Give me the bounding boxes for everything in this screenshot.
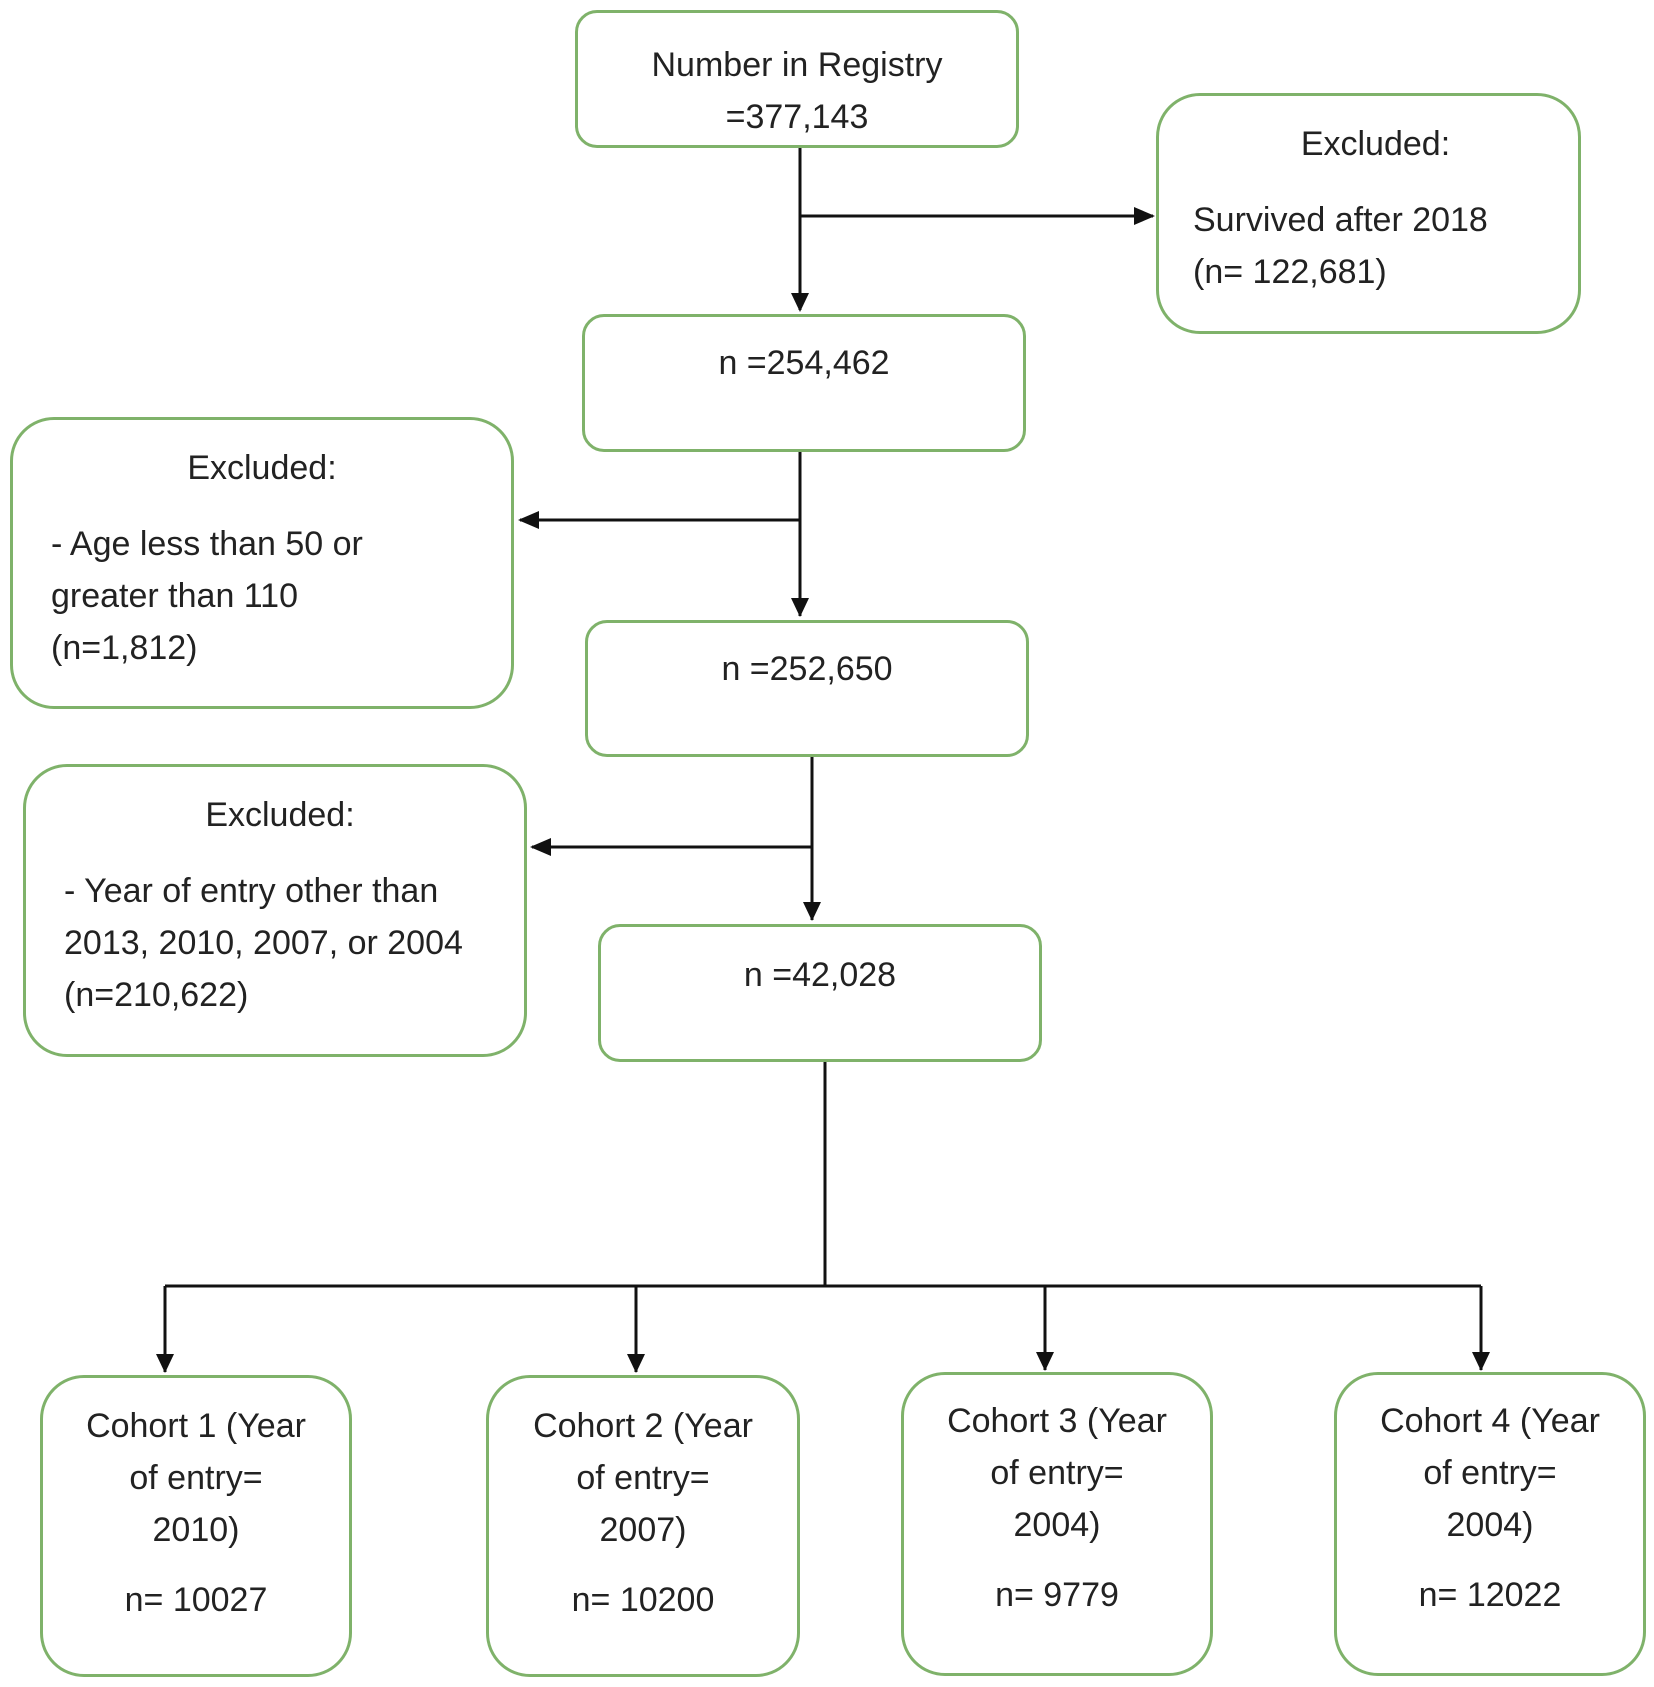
cohort-year: 2004) (1013, 1506, 1101, 1544)
exclusion-reason: - Age less than 50 or (51, 525, 363, 563)
arrowhead-cohort-4 (1472, 1352, 1490, 1371)
cohort-label-cont: of entry= (990, 1454, 1124, 1492)
cohort-label-cont: of entry= (129, 1459, 263, 1497)
exclusion-box-year: Excluded: - Year of entry other than 201… (23, 764, 527, 1057)
cohort-box-2: Cohort 2 (Year of entry= 2007) n= 10200 (486, 1375, 800, 1677)
step-box-252650: n =252,650 (585, 620, 1029, 757)
arrowhead-step3 (803, 902, 821, 921)
exclusion-reason: - Year of entry other than (64, 872, 439, 910)
cohort-count: n= 10027 (124, 1581, 268, 1619)
cohort-box-3: Cohort 3 (Year of entry= 2004) n= 9779 (901, 1372, 1213, 1676)
arrowhead-exclusion2 (518, 511, 539, 529)
step-count: n =42,028 (743, 956, 897, 994)
cohort-label-cont: of entry= (1423, 1454, 1557, 1492)
arrowhead-cohort-1 (156, 1354, 174, 1373)
step-count: n =254,462 (718, 344, 890, 382)
exclusion-reason-cont: 2013, 2010, 2007, or 2004 (64, 924, 463, 962)
cohort-count: n= 10200 (571, 1581, 715, 1619)
cohort-count: n= 9779 (995, 1576, 1119, 1614)
step-count: n =252,650 (721, 650, 893, 688)
registry-label: Number in Registry (651, 46, 943, 84)
registry-box: Number in Registry =377,143 (575, 10, 1019, 148)
exclusion-heading: Excluded: (205, 796, 355, 834)
arrowhead-step2 (791, 598, 809, 617)
arrowhead-cohort-3 (1036, 1352, 1054, 1371)
exclusion-count: (n= 122,681) (1193, 253, 1387, 291)
cohort-label: Cohort 2 (Year (533, 1407, 753, 1445)
cohort-box-4: Cohort 4 (Year of entry= 2004) n= 12022 (1334, 1372, 1646, 1676)
arrowhead-exclusion1 (1134, 207, 1155, 225)
arrowhead-exclusion3 (530, 838, 551, 856)
exclusion-box-age: Excluded: - Age less than 50 or greater … (10, 417, 514, 709)
exclusion-box-survived: Excluded: Survived after 2018 (n= 122,68… (1156, 93, 1581, 334)
cohort-year: 2010) (152, 1511, 240, 1549)
registry-count: =377,143 (725, 98, 869, 136)
cohort-box-1: Cohort 1 (Year of entry= 2010) n= 10027 (40, 1375, 352, 1677)
step-box-42028: n =42,028 (598, 924, 1042, 1062)
exclusion-heading: Excluded: (187, 449, 337, 487)
exclusion-count: (n=210,622) (64, 976, 249, 1014)
cohort-year: 2004) (1446, 1506, 1534, 1544)
cohort-count: n= 12022 (1418, 1576, 1562, 1614)
exclusion-count: (n=1,812) (51, 629, 198, 667)
exclusion-heading: Excluded: (1300, 125, 1451, 163)
cohort-label: Cohort 4 (Year (1380, 1402, 1600, 1440)
exclusion-reason-cont: greater than 110 (51, 577, 298, 615)
cohort-label-cont: of entry= (576, 1459, 710, 1497)
arrowhead-step1 (791, 293, 809, 312)
cohort-year: 2007) (599, 1511, 687, 1549)
step-box-254462: n =254,462 (582, 314, 1026, 452)
cohort-label: Cohort 3 (Year (947, 1402, 1167, 1440)
arrowhead-cohort-2 (627, 1354, 645, 1373)
exclusion-reason: Survived after 2018 (1193, 201, 1488, 239)
cohort-label: Cohort 1 (Year (86, 1407, 306, 1445)
